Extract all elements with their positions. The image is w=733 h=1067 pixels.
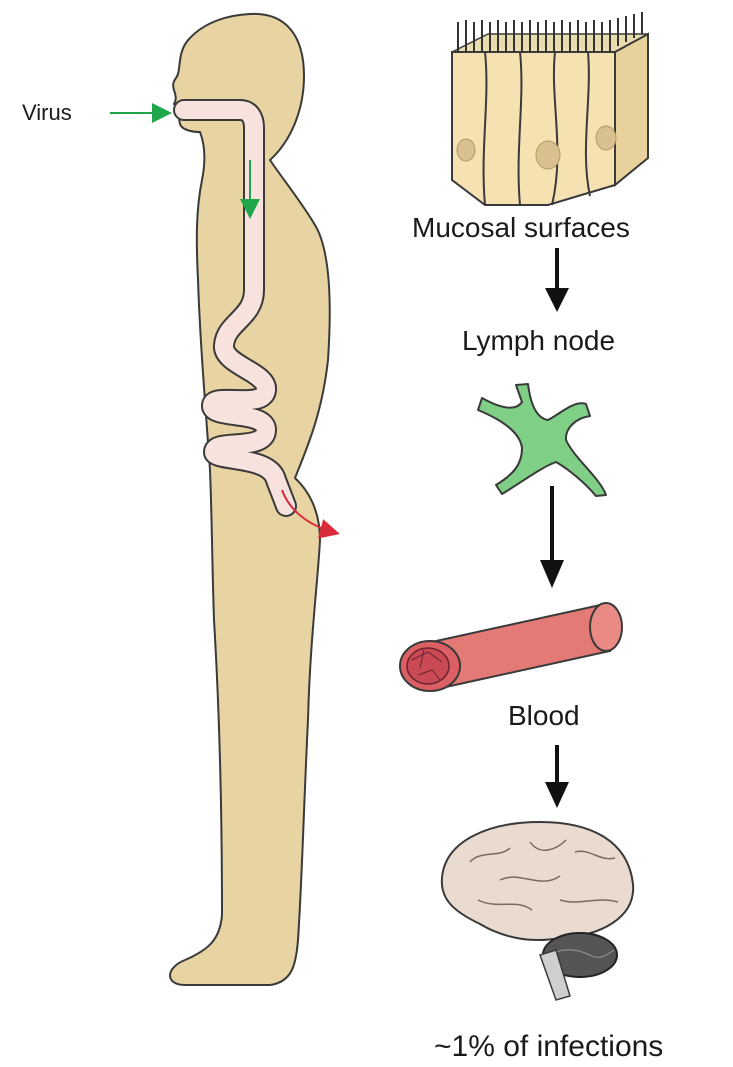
lymph-node-label: Lymph node: [462, 325, 615, 357]
dendritic-cell-icon: [478, 384, 606, 496]
blood-vessel-icon: [400, 603, 622, 691]
infections-percent-label: ~1% of infections: [434, 1030, 663, 1064]
flow-arrow-2: [540, 486, 564, 588]
flow-arrow-1: [545, 248, 569, 312]
flow-arrow-3: [545, 745, 569, 808]
epithelium-icon: [452, 12, 648, 205]
virus-label: Virus: [22, 100, 72, 126]
mucosal-surfaces-label: Mucosal surfaces: [412, 212, 630, 244]
blood-label: Blood: [508, 700, 580, 732]
brain-icon: [442, 822, 633, 1000]
